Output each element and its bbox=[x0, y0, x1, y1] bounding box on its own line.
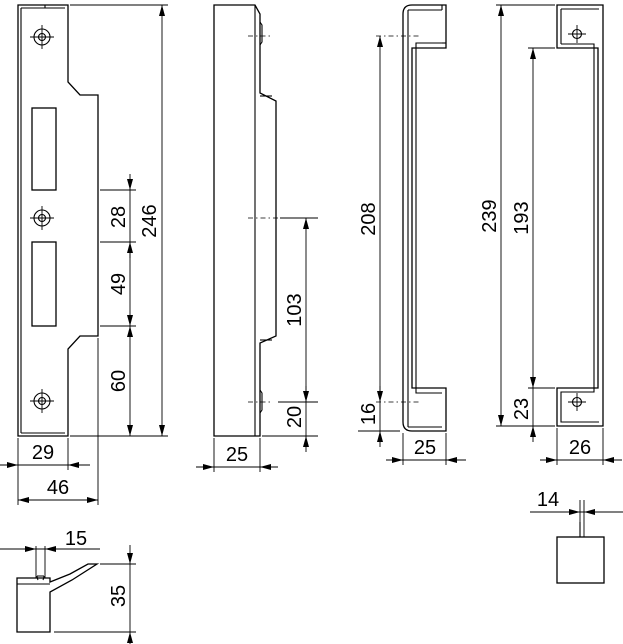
end-view-bottom-right: 14 bbox=[530, 489, 623, 584]
upper-screw-hole-icon bbox=[30, 25, 54, 49]
front-plate-view: 246 28 49 60 29 46 bbox=[0, 4, 168, 505]
section-view-outline bbox=[16, 563, 100, 633]
rear-upper-hole-icon bbox=[568, 25, 586, 43]
dim-label-49: 49 bbox=[108, 273, 130, 295]
dim-label-26: 26 bbox=[569, 437, 591, 459]
dim-label-25-box: 25 bbox=[414, 437, 436, 459]
box-strike-outline bbox=[402, 4, 447, 432]
dim-label-25-side: 25 bbox=[226, 444, 248, 466]
upper-latch-window bbox=[31, 107, 57, 191]
lower-bolt-window bbox=[31, 241, 57, 327]
dim-label-20: 20 bbox=[284, 406, 306, 428]
dim-label-193: 193 bbox=[511, 201, 533, 234]
dim-label-239: 239 bbox=[479, 199, 501, 232]
middle-screw-hole-icon bbox=[30, 206, 54, 230]
dim-label-15: 15 bbox=[65, 528, 87, 550]
dim-label-46: 46 bbox=[47, 477, 69, 499]
dim-label-103: 103 bbox=[284, 293, 306, 326]
dim-label-23: 23 bbox=[511, 398, 533, 420]
dim-label-14: 14 bbox=[537, 489, 559, 511]
rear-lower-hole-icon bbox=[568, 393, 586, 411]
side-view-outline bbox=[213, 4, 277, 437]
rear-plate-outline bbox=[556, 4, 604, 427]
rear-plate-view: 239 193 23 26 bbox=[479, 4, 622, 465]
dim-label-29: 29 bbox=[32, 442, 54, 464]
dim-label-246: 246 bbox=[139, 204, 161, 237]
dim-label-208: 208 bbox=[358, 202, 380, 235]
section-view-bottom-left: 15 35 bbox=[0, 528, 136, 644]
dim-label-16: 16 bbox=[358, 403, 380, 425]
end-view-outline bbox=[556, 536, 605, 584]
dim-label-28: 28 bbox=[108, 206, 130, 228]
dim-label-60: 60 bbox=[108, 370, 130, 392]
front-plate-outline bbox=[17, 4, 99, 437]
lower-screw-hole-icon bbox=[30, 389, 54, 413]
dim-label-35: 35 bbox=[108, 585, 130, 607]
side-view: 103 20 25 bbox=[196, 4, 318, 472]
box-strike-view: 208 16 25 bbox=[358, 4, 466, 465]
